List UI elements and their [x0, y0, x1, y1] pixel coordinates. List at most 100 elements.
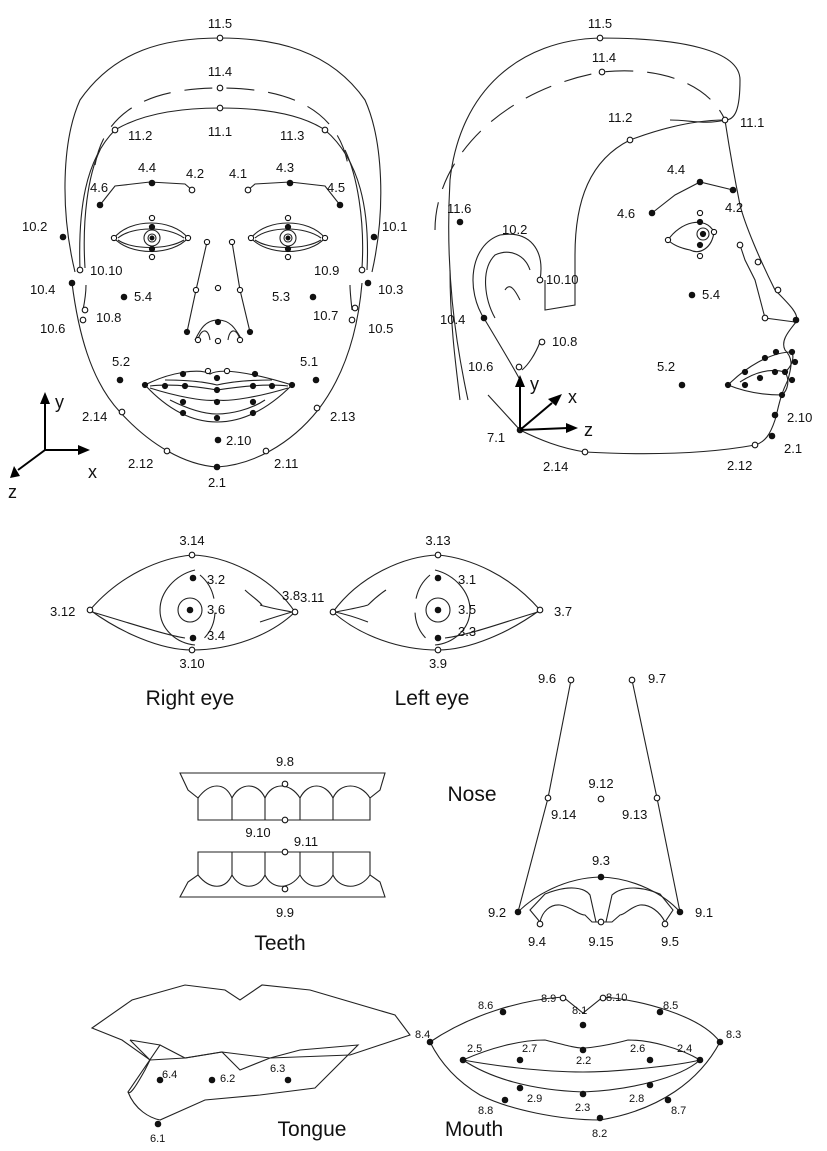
plabel-11.1: 11.1: [740, 115, 764, 130]
mouth-label-8.2: 8.2: [592, 1128, 607, 1140]
label-10.1: 10.1: [382, 219, 407, 234]
teeth-label-9.10: 9.10: [245, 825, 270, 840]
mouth-label-8.3: 8.3: [726, 1029, 741, 1041]
fp-4.4: [148, 179, 156, 187]
nose-label-9.13: 9.13: [622, 807, 647, 822]
fp-5.2: [116, 376, 124, 384]
fp-2.12: [163, 447, 171, 455]
fp-10.9: [358, 266, 366, 274]
le-label-3.1: 3.1: [458, 572, 476, 587]
nose-label-9.4: 9.4: [528, 934, 546, 949]
axis-label-y-profile: y: [530, 374, 539, 394]
fp-2.1: [213, 463, 221, 471]
fp-11.2: [111, 126, 119, 134]
pfp-11.6: [456, 218, 464, 226]
label-2.14: 2.14: [82, 409, 107, 424]
fp-10.3: [364, 279, 372, 287]
front-right-eye: [110, 214, 192, 261]
fp-10.8: [81, 306, 89, 314]
front-mouth: [141, 367, 296, 423]
plabel-11.4: 11.4: [592, 50, 616, 65]
axis-label-z-profile: z: [584, 420, 593, 440]
plabel-7.1: 7.1: [487, 430, 505, 445]
label-11.3: 11.3: [280, 128, 304, 143]
nose-label-9.2: 9.2: [488, 905, 506, 920]
fp-11.5: [216, 34, 224, 42]
axis-label-x-profile: x: [568, 387, 577, 407]
front-right-side-hair: [324, 129, 369, 271]
teeth-detail: 9.8 9.10 9.11 9.9 Teeth: [179, 754, 386, 955]
fp-10.5: [348, 316, 356, 324]
pfp-11.5: [596, 34, 604, 42]
profile-nose-bridge: [739, 244, 796, 323]
pfp-nose-top: [736, 241, 744, 249]
mouth-label-2.3: 2.3: [575, 1102, 590, 1114]
mouth-label-2.5: 2.5: [467, 1043, 482, 1055]
fp-2.13: [313, 404, 321, 412]
mouth-label-2.4: 2.4: [677, 1043, 692, 1055]
pfp-10.6: [515, 363, 523, 371]
label-10.9: 10.9: [314, 263, 339, 278]
mouth-detail: 8.6 8.9 8.10 8.5 8.4 8.1 8.3 2.5 2.7 2.2…: [415, 992, 741, 1141]
pfp-11.1: [721, 116, 729, 124]
label-5.2: 5.2: [112, 354, 130, 369]
re-label-3.12: 3.12: [50, 604, 75, 619]
front-left-cheek-line: [82, 284, 87, 311]
le-label-3.11: 3.11: [300, 590, 324, 605]
plabel-10.6: 10.6: [468, 359, 493, 374]
front-nose: [183, 238, 254, 345]
front-left-ear-line: [83, 149, 101, 269]
nose-label-9.1: 9.1: [695, 905, 713, 920]
label-2.11: 2.11: [274, 456, 298, 471]
label-4.2: 4.2: [186, 166, 204, 181]
re-label-3.14: 3.14: [179, 533, 204, 548]
fp-4.1: [244, 186, 252, 194]
caption-teeth: Teeth: [254, 932, 305, 955]
front-left-eye: [247, 214, 329, 261]
pfp-5.2: [678, 381, 686, 389]
label-2.12: 2.12: [128, 456, 153, 471]
tongue-detail: 6.4 6.2 6.3 6.1 Tongue: [90, 984, 411, 1145]
pfp-2.12: [751, 441, 759, 449]
fp-2.10: [214, 436, 222, 444]
re-label-3.6: 3.6: [207, 602, 225, 617]
caption-mouth: Mouth: [445, 1118, 503, 1141]
left-eye-detail: 3.13 3.1 3.11 3.5 3.7 3.3 3.9 Left eye: [300, 533, 572, 710]
label-2.1: 2.1: [208, 475, 226, 490]
pfp-4.2: [729, 186, 737, 194]
label-5.3: 5.3: [272, 289, 290, 304]
fp-2.11: [262, 447, 270, 455]
tongue-label-6.1: 6.1: [150, 1133, 165, 1145]
label-4.6: 4.6: [90, 180, 108, 195]
axis-label-z-front: z: [8, 482, 17, 502]
fp-4.5: [336, 201, 344, 209]
label-11.1: 11.1: [208, 124, 232, 139]
mouth-label-8.8: 8.8: [478, 1105, 493, 1117]
plabel-2.14: 2.14: [543, 459, 568, 474]
mouth-label-2.2: 2.2: [576, 1055, 591, 1067]
pfp-nose-mid: [754, 258, 762, 266]
plabel-11.6: 11.6: [447, 201, 471, 216]
front-hairline-dashed: [94, 87, 349, 166]
label-10.8: 10.8: [96, 310, 121, 325]
label-2.13: 2.13: [330, 409, 355, 424]
profile-ear-fold: [504, 286, 521, 301]
label-10.6: 10.6: [40, 321, 65, 336]
label-10.4: 10.4: [30, 282, 55, 297]
pfp-10.4: [480, 314, 488, 322]
fp-4.3: [286, 179, 294, 187]
tongue-label-6.3: 6.3: [270, 1063, 285, 1075]
teeth-label-9.11: 9.11: [294, 834, 318, 849]
label-4.4: 4.4: [138, 160, 156, 175]
pfp-nose-tip: [792, 316, 800, 324]
tongue-label-6.2: 6.2: [220, 1073, 235, 1085]
pfp-11.2: [626, 136, 634, 144]
fp-10.6: [79, 316, 87, 324]
pfp-2.14: [581, 448, 589, 456]
pfp-10.8: [538, 338, 546, 346]
profile-ear-lobe: [521, 341, 541, 371]
fp-5.1: [312, 376, 320, 384]
le-label-3.5: 3.5: [458, 602, 476, 617]
tongue-label-6.4: 6.4: [162, 1069, 177, 1081]
